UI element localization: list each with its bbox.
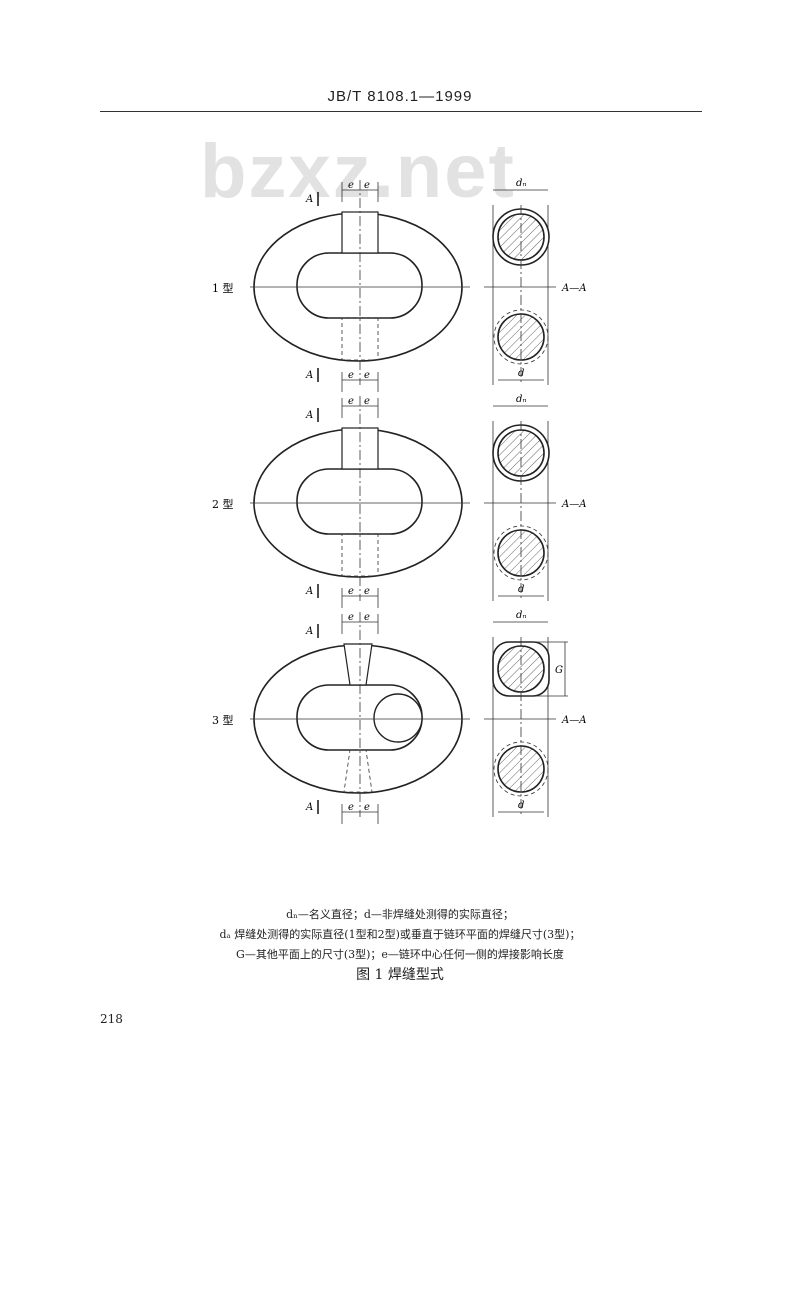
dim-e-label: e <box>348 180 354 191</box>
weld-zone-top <box>343 643 373 686</box>
weld-zone-bottom <box>341 317 379 361</box>
dim-e-label: e <box>364 180 370 191</box>
dim-e-label: e <box>364 396 370 407</box>
dim-dn-label: dₙ <box>516 610 526 621</box>
page-number: 218 <box>100 1012 123 1026</box>
section-label: A—A <box>561 499 586 510</box>
dim-G-label: G <box>555 665 563 676</box>
dim-dn-label: dₙ <box>516 394 526 405</box>
dim-e-label: e <box>348 802 354 813</box>
dim-d-label: d <box>518 800 524 811</box>
standard-header: JB/T 8108.1—1999 <box>327 88 473 105</box>
dim-d-label: d <box>518 584 524 595</box>
section-label: A—A <box>561 715 586 726</box>
section-mark: A <box>305 626 313 637</box>
type-label: 2 型 <box>212 497 234 511</box>
link-inner-slot <box>296 468 423 535</box>
dim-e-label: e <box>364 586 370 597</box>
legend-line-2: dₐ 焊缝处测得的实际直径(1型和2型)或垂直于链环平面的焊缝尺寸(3型)； <box>219 928 581 941</box>
dim-e-label: e <box>348 370 354 381</box>
legend-line-1: dₙ—名义直径；d—非焊缝处测得的实际直径； <box>286 908 514 921</box>
dim-d-label: d <box>518 368 524 379</box>
legend-line-3: G—其他平面上的尺寸(3型)；e—链环中心任何一侧的焊接影响长度 <box>236 948 564 961</box>
weld-zone-bottom <box>343 749 373 793</box>
dim-e-label: e <box>348 586 354 597</box>
section-mark: A <box>305 370 313 381</box>
adjoining-link-section <box>373 693 423 743</box>
dim-e-label: e <box>348 396 354 407</box>
dim-e-label: e <box>364 370 370 381</box>
section-mark: A <box>305 802 313 813</box>
type-label: 1 型 <box>212 281 234 295</box>
weld-zone-bottom <box>341 533 379 577</box>
dim-e-label: e <box>364 612 370 623</box>
dim-e-label: e <box>348 612 354 623</box>
dim-dn-label: dₙ <box>516 178 526 189</box>
section-label: A—A <box>561 283 586 294</box>
section-mark: A <box>305 586 313 597</box>
dim-e-label: e <box>364 802 370 813</box>
figure-title: 图 1 焊缝型式 <box>356 967 444 983</box>
watermark: bzxz.net <box>200 129 516 214</box>
section-mark: A <box>305 194 313 205</box>
section-mark: A <box>305 410 313 421</box>
link-inner-slot <box>296 252 423 319</box>
type-label: 3 型 <box>212 713 234 727</box>
header-rule <box>100 111 702 112</box>
